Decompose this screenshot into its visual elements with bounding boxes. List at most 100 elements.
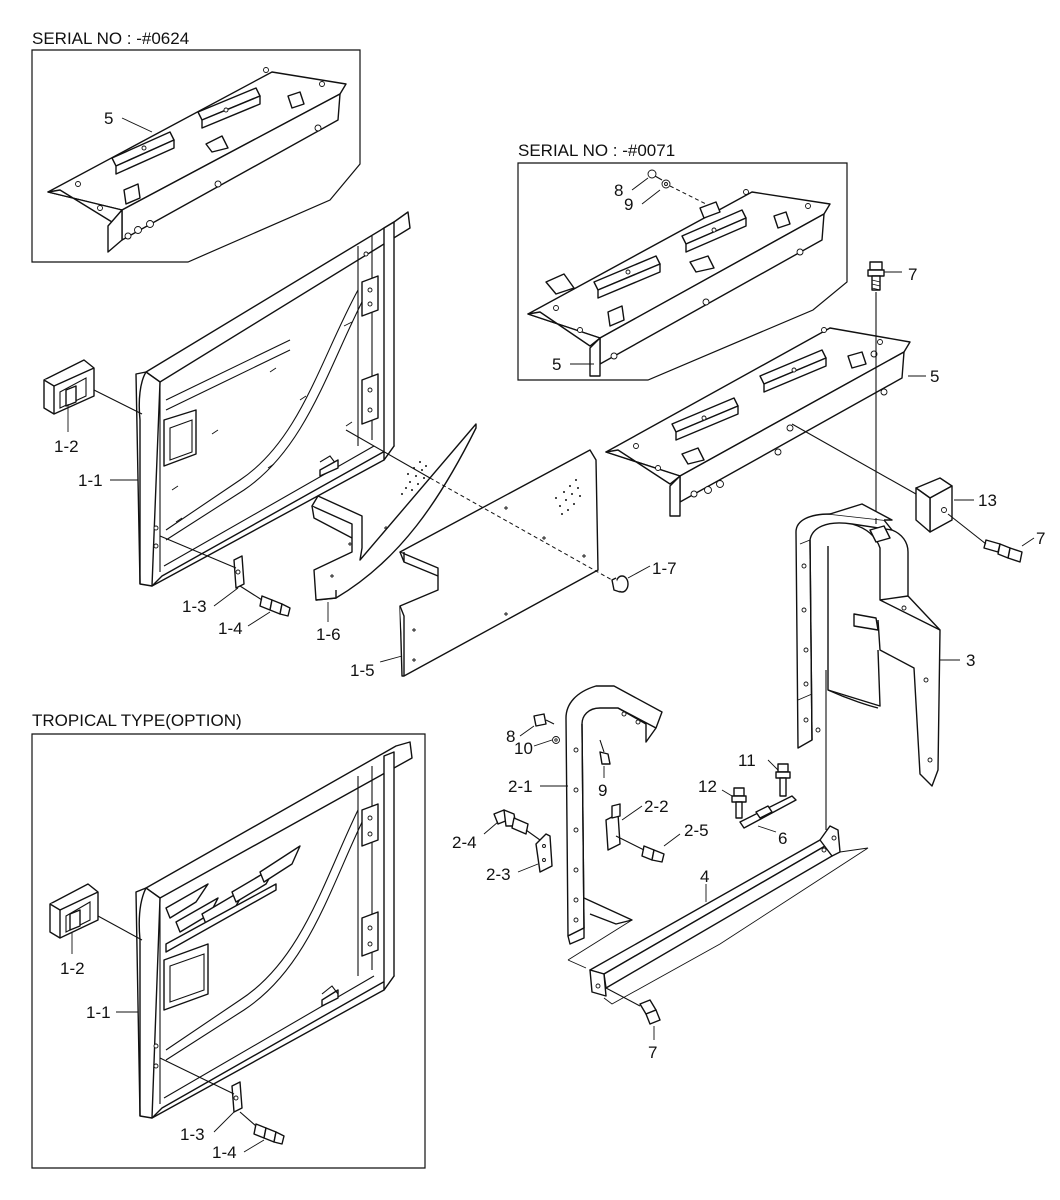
callout-3: 3 — [966, 651, 975, 670]
bolt-2-4 — [493, 809, 529, 835]
section-title-serial-0624: SERIAL NO : -#0624 — [32, 29, 189, 48]
bracket-5-inset-0071 — [527, 189, 831, 377]
callout-1-2-b: 1-2 — [60, 959, 85, 978]
plug-1-7 — [611, 575, 629, 593]
leader-p1-4-a — [247, 611, 271, 627]
inset-frame-serial-0624 — [31, 49, 361, 263]
assembly-line-clip-tropical — [159, 1057, 235, 1095]
assembly-line-handle-tropical — [97, 915, 143, 941]
bracket-13 — [915, 477, 953, 533]
section-title-tropical-type: TROPICAL TYPE(OPTION) — [32, 711, 242, 730]
leader-p8-a — [631, 177, 649, 191]
door-frame-1-1-main — [135, 211, 411, 587]
callout-2-5: 2-5 — [684, 821, 709, 840]
bar-4 — [589, 825, 841, 997]
callout-11: 11 — [738, 751, 756, 770]
callout-1-1: 1-1 — [78, 471, 103, 490]
callout-1-6: 1-6 — [316, 625, 341, 644]
assembly-line-handle-main — [93, 389, 143, 415]
callout-2-3: 2-3 — [486, 865, 511, 884]
callout-7-b: 7 — [1036, 529, 1045, 548]
leader-p9-a — [641, 189, 661, 205]
leader-p2-3 — [517, 863, 539, 873]
leader-p11 — [767, 759, 779, 771]
callout-2-2: 2-2 — [644, 797, 669, 816]
callout-1-5: 1-5 — [350, 661, 375, 680]
callout-1-3-b: 1-3 — [180, 1125, 205, 1144]
leader-p8-b — [519, 725, 535, 737]
callout-7-c: 7 — [648, 1043, 657, 1062]
leader-p12 — [721, 789, 733, 797]
washer-10-stand — [552, 736, 560, 744]
leader-p2-5 — [663, 833, 681, 847]
insulation-panel-1-5 — [399, 449, 599, 677]
callout-1-1-b: 1-1 — [86, 1003, 111, 1022]
clip-1-3-tropical — [231, 1081, 243, 1113]
assembly-line-bolt-7-right — [947, 513, 987, 545]
bolt-1-4-main — [259, 595, 291, 617]
leader-p6 — [757, 825, 777, 833]
ground-outline — [567, 847, 869, 1005]
clip-1-3-main — [233, 555, 245, 589]
callout-13: 13 — [978, 491, 997, 510]
bolt-8-inset-0071 — [647, 169, 663, 181]
leader-p1-3-b — [213, 1111, 235, 1133]
rod-6 — [739, 795, 797, 829]
callout-5: 5 — [104, 109, 113, 128]
leader-p7-b — [1021, 537, 1035, 547]
callout-1-4-b: 1-4 — [212, 1143, 237, 1162]
assembly-line-clip-2-3 — [525, 829, 541, 841]
bolt-8-stand — [533, 713, 555, 727]
handle-1-2-tropical — [49, 883, 99, 939]
callout-7: 7 — [908, 265, 917, 284]
leader-p2-4 — [483, 821, 499, 835]
leader-p1-7 — [627, 565, 651, 579]
leader-p1-5 — [379, 655, 403, 663]
callout-1-7: 1-7 — [652, 559, 677, 578]
callout-1-4: 1-4 — [218, 619, 243, 638]
clip-2-2 — [605, 803, 621, 851]
callout-12: 12 — [698, 777, 717, 796]
bolt-7-right — [983, 539, 1023, 563]
callout-4: 4 — [700, 867, 709, 886]
callout-1-2: 1-2 — [54, 437, 79, 456]
callout-8-b: 8 — [506, 727, 515, 746]
assembly-line-bolt-1-4-main — [239, 585, 263, 601]
callout-1-3: 1-3 — [182, 597, 207, 616]
assembly-line-bolt-2-5 — [615, 835, 645, 851]
callout-2-1: 2-1 — [508, 777, 533, 796]
bolt-2-5 — [641, 845, 665, 863]
washer-9-stand — [599, 739, 611, 765]
inset-frame-tropical — [31, 733, 426, 1169]
washer-9-inset-0071 — [661, 179, 671, 189]
leader-p10 — [533, 739, 553, 747]
stand-3 — [795, 503, 941, 787]
callout-5-b: 5 — [552, 355, 561, 374]
callout-9: 9 — [624, 195, 633, 214]
callout-9-b: 9 — [598, 781, 607, 800]
callout-2-4: 2-4 — [452, 833, 477, 852]
assembly-line-bracket-13 — [791, 423, 917, 495]
clip-2-3 — [535, 833, 553, 873]
assembly-line-plug — [345, 429, 431, 479]
stand-2-1 — [565, 685, 663, 945]
callout-6: 6 — [778, 829, 787, 848]
handle-1-2-main — [43, 359, 95, 415]
assembly-line-bolt-1-4-tropical — [239, 1111, 257, 1127]
bracket-5-main — [605, 327, 911, 517]
section-title-serial-0071: SERIAL NO : -#0071 — [518, 141, 675, 160]
callout-5-c: 5 — [930, 367, 939, 386]
callout-10: 10 — [514, 739, 533, 758]
bolt-7-top — [867, 261, 885, 291]
bolt-12 — [731, 787, 747, 819]
assembly-line-clip-main — [159, 535, 237, 569]
assembly-line-bolt-8 — [669, 185, 707, 205]
bracket-5-inset-0624 — [47, 67, 347, 253]
leader-p5-a — [121, 117, 153, 133]
callout-8: 8 — [614, 181, 623, 200]
leader-p1-4-b — [243, 1139, 265, 1153]
bolt-7-bottom — [605, 987, 661, 1025]
leader-p1-3-a — [213, 587, 239, 607]
